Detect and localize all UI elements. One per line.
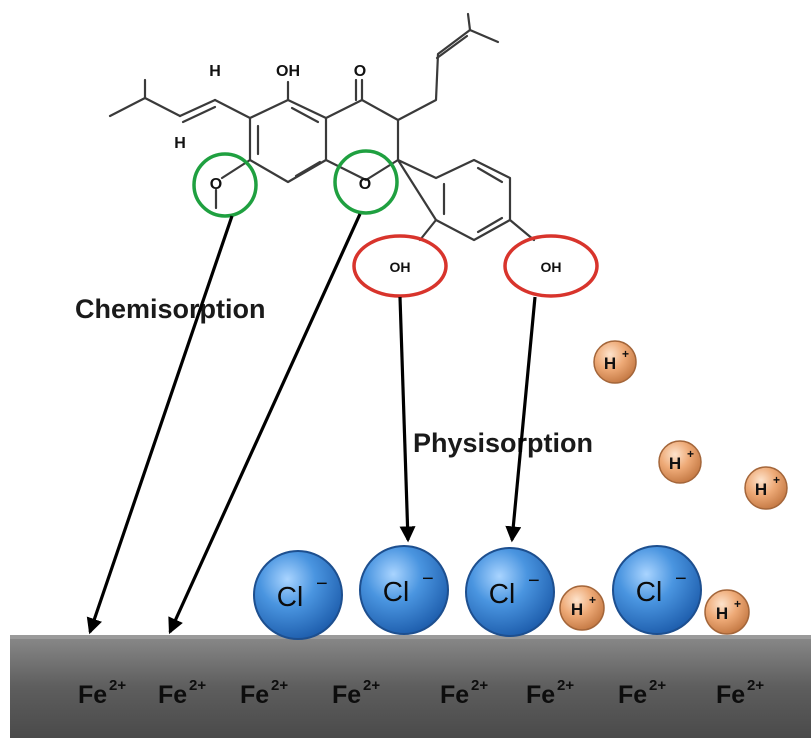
svg-text:Fe: Fe [78,681,107,709]
svg-text:Cl: Cl [636,576,662,607]
svg-text:+: + [687,447,694,461]
svg-text:+: + [773,473,780,487]
physisorption-label: Physisorption [413,428,593,458]
svg-text:Cl: Cl [383,576,409,607]
chemisorption-site-right [333,149,399,215]
hydrogen-label-lower: H [174,135,186,152]
svg-text:2+: 2+ [271,677,288,694]
svg-text:Fe: Fe [618,681,647,709]
metal-surface-edge [10,635,811,639]
physisorption-site-right [503,234,599,298]
physisorption-arrow-left [398,296,416,543]
phenol-oh-right-label: OH [541,259,562,275]
physisorption-arrow-right [505,296,537,543]
proton: H + [559,585,605,631]
phenol-oh-left-label: OH [390,259,411,275]
svg-text:H: H [716,604,728,623]
proton: H + [593,340,637,384]
svg-text:Fe: Fe [440,681,469,709]
svg-text:Cl: Cl [277,581,303,612]
svg-text:+: + [589,593,596,607]
chloride-ion: Cl − [253,550,343,640]
chemisorption-arrow-right [168,213,362,635]
svg-text:2+: 2+ [363,677,380,694]
chloride-ion: Cl − [359,545,449,635]
svg-text:Fe: Fe [716,681,745,709]
svg-text:2+: 2+ [189,677,206,694]
svg-text:−: − [316,573,328,595]
svg-text:2+: 2+ [471,677,488,694]
svg-text:Cl: Cl [489,578,515,609]
svg-text:+: + [734,597,741,611]
carbonyl-oxygen-label: O [354,63,366,80]
hydroxyl-label-top: OH [276,63,300,80]
chemisorption-site-left [192,152,258,218]
proton: H + [658,440,702,484]
svg-text:−: − [675,568,687,590]
svg-text:H: H [604,354,616,373]
chemisorption-arrow-left [86,215,234,635]
proton: H + [704,589,750,635]
molecule-structure [108,12,536,242]
physisorption-site-left [352,234,448,298]
svg-text:H: H [669,454,681,473]
svg-text:Fe: Fe [240,681,269,709]
svg-text:−: − [422,568,434,590]
svg-text:Fe: Fe [332,681,361,709]
svg-text:2+: 2+ [557,677,574,694]
svg-text:−: − [528,570,540,592]
ring-oxygen-left-label: O [210,176,222,193]
proton: H + [744,466,788,510]
chemisorption-label: Chemisorption [75,294,266,324]
chloride-ion: Cl − [612,545,702,635]
hydrogen-label-upper: H [209,63,221,80]
ring-oxygen-right-label: O [359,176,371,193]
chloride-ion: Cl − [465,547,555,637]
svg-text:2+: 2+ [649,677,666,694]
svg-text:Fe: Fe [526,681,555,709]
svg-text:2+: 2+ [109,677,126,694]
svg-text:2+: 2+ [747,677,764,694]
svg-text:Fe: Fe [158,681,187,709]
svg-text:H: H [571,600,583,619]
svg-text:+: + [622,347,629,361]
metal-surface [10,635,811,738]
svg-text:H: H [755,480,767,499]
